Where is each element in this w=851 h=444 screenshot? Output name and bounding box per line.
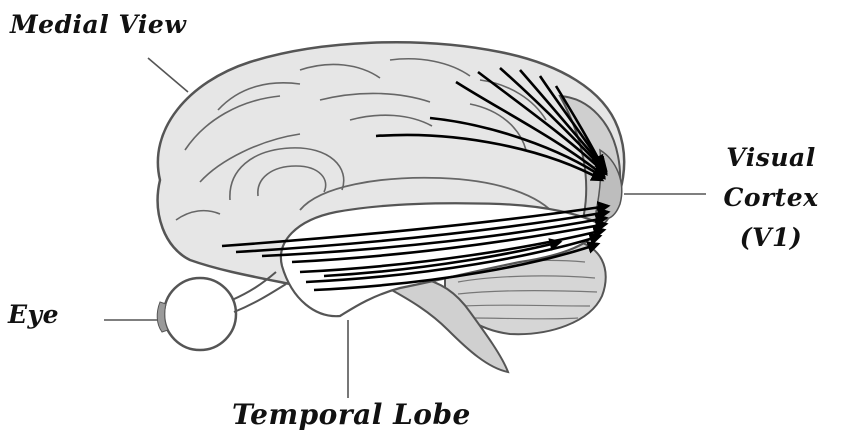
label-visual-cortex-line-3: (V1) [712,218,830,258]
leader-medial-view [148,58,188,92]
label-eye: Eye [8,300,59,329]
label-visual-cortex: Visual Cortex (V1) [712,138,830,258]
label-visual-cortex-line-2: Cortex [712,178,830,218]
label-medial-view: Medial View [10,10,186,39]
eye [157,278,236,350]
label-visual-cortex-line-1: Visual [712,138,830,178]
label-temporal-lobe: Temporal Lobe [232,398,471,431]
